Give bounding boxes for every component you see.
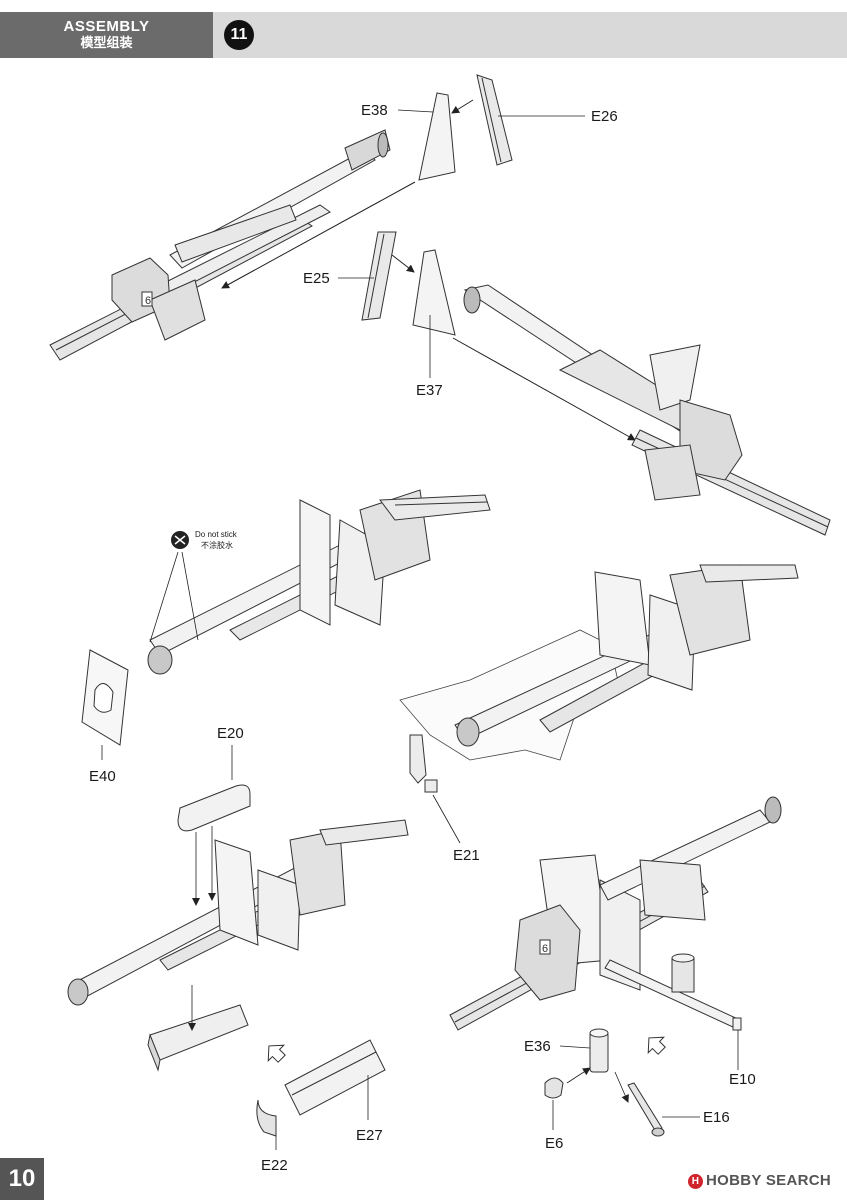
note-en: Do not stick xyxy=(195,530,238,539)
header-bar xyxy=(213,12,847,58)
part-E27 xyxy=(284,1039,386,1116)
label-E36: E36 xyxy=(524,1038,551,1055)
label-E25: E25 xyxy=(303,270,330,287)
label-E10: E10 xyxy=(729,1071,756,1088)
assembly-title-block: ASSEMBLY 模型组装 xyxy=(0,12,213,58)
leader-E36 xyxy=(559,1045,591,1049)
arrow-to-gun-2 xyxy=(452,337,636,441)
label-E37: E37 xyxy=(416,382,443,399)
gun-assembly-6: 6 xyxy=(449,796,782,1031)
arrow-e36 xyxy=(614,1071,629,1103)
shield-part-E25 xyxy=(361,231,397,321)
leader-E21 xyxy=(432,794,461,844)
page-number: 10 xyxy=(0,1158,44,1200)
hollow-arrow-1 xyxy=(267,1044,286,1063)
mask-part-E40 xyxy=(81,649,129,746)
watermark-logo: H xyxy=(688,1174,703,1189)
label-E22: E22 xyxy=(261,1157,288,1174)
label-E21: E21 xyxy=(453,847,480,864)
assembly-header: ASSEMBLY 模型组装 11 xyxy=(0,12,847,58)
gun-assembly-1: 6 xyxy=(49,129,391,361)
gun-marking-1: 6 xyxy=(145,295,151,307)
part-E22 xyxy=(256,1099,277,1137)
part-E20 xyxy=(177,784,251,832)
leader-note-2 xyxy=(181,551,199,641)
note-cn: 不涂胶水 xyxy=(201,540,233,550)
gun-assembly-4 xyxy=(454,564,799,747)
label-E27: E27 xyxy=(356,1127,383,1144)
arrow-e6 xyxy=(566,1067,591,1084)
step-number-badge: 11 xyxy=(224,20,254,50)
label-E16: E16 xyxy=(703,1109,730,1126)
hollow-arrow-2 xyxy=(647,1036,666,1055)
arrow-e25-to-e37 xyxy=(391,254,415,273)
part-E21 xyxy=(409,734,438,793)
shield-part-E38 xyxy=(418,92,456,181)
do-not-glue-note: Do not stick 不涂胶水 xyxy=(149,530,238,643)
leader-E38 xyxy=(397,109,434,113)
label-E26: E26 xyxy=(591,108,618,125)
label-E20: E20 xyxy=(217,725,244,742)
no-glue-cross xyxy=(174,535,186,545)
part-E6 xyxy=(544,1077,564,1099)
label-E6: E6 xyxy=(545,1135,563,1152)
gun-assembly-3 xyxy=(147,489,491,675)
part-E10 xyxy=(604,959,742,1031)
assembly-title-en: ASSEMBLY xyxy=(63,18,150,35)
shield-part-E37 xyxy=(412,249,456,336)
part-E16 xyxy=(627,1082,665,1137)
arrow-to-gun-1 xyxy=(221,181,416,289)
watermark-text: HOBBY SEARCH xyxy=(706,1172,832,1189)
leader-note-1 xyxy=(149,551,179,643)
shield-part-E26 xyxy=(476,74,513,166)
label-E38: E38 xyxy=(361,102,388,119)
arrow-e26-to-e38 xyxy=(451,99,474,114)
gun-assembly-2 xyxy=(463,284,831,536)
gun-assembly-5 xyxy=(67,819,409,1006)
gun-marking-6: 6 xyxy=(542,943,548,955)
mudguard-part xyxy=(147,1004,249,1072)
part-E36 xyxy=(589,1028,609,1073)
wheel-hub-part xyxy=(671,953,695,993)
assembly-title-cn: 模型组装 xyxy=(80,35,133,50)
label-E40: E40 xyxy=(89,768,116,785)
